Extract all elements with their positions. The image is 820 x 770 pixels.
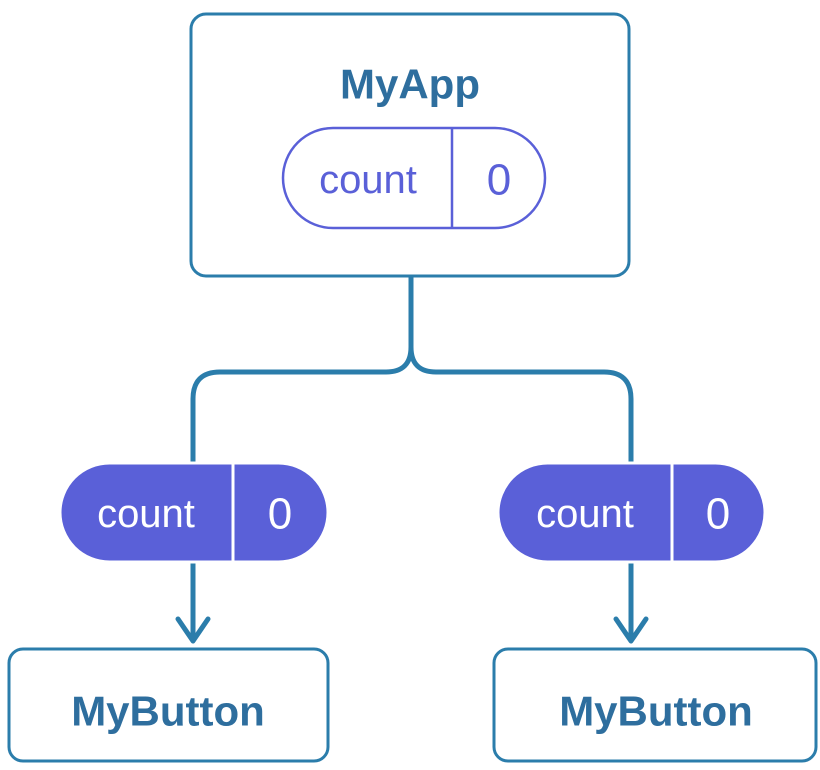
right-pill-state-label: count bbox=[536, 492, 634, 536]
right-pill-state-value: 0 bbox=[706, 490, 730, 539]
arrowhead-left-icon bbox=[175, 616, 211, 644]
root-state-pill-shape bbox=[281, 126, 547, 230]
right-child-card-box bbox=[492, 647, 818, 763]
right-child-card-title: MyButton bbox=[559, 688, 753, 735]
left-pill-state-value: 0 bbox=[268, 490, 292, 539]
left-child-card-title: MyButton bbox=[71, 688, 265, 735]
connector-group bbox=[175, 277, 649, 644]
left-pill-shape bbox=[58, 461, 330, 564]
connector-right-branch bbox=[408, 346, 634, 640]
connector-left-branch bbox=[190, 277, 414, 640]
root-card-title: MyApp bbox=[340, 61, 480, 108]
root-state-value: 0 bbox=[487, 156, 511, 205]
root-state-label: count bbox=[319, 158, 417, 202]
arrowhead-right-icon bbox=[613, 616, 649, 644]
right-child-state-pill: count 0 bbox=[496, 461, 767, 564]
root-component-card: MyApp count 0 bbox=[189, 12, 631, 278]
right-pill-shape bbox=[496, 461, 767, 564]
left-child-state-pill: count 0 bbox=[58, 461, 330, 564]
right-child-component-card: MyButton bbox=[492, 647, 818, 763]
left-pill-state-label: count bbox=[97, 492, 195, 536]
root-state-pill: count 0 bbox=[281, 126, 547, 230]
left-child-card-box bbox=[7, 647, 330, 763]
left-child-component-card: MyButton bbox=[7, 647, 330, 763]
